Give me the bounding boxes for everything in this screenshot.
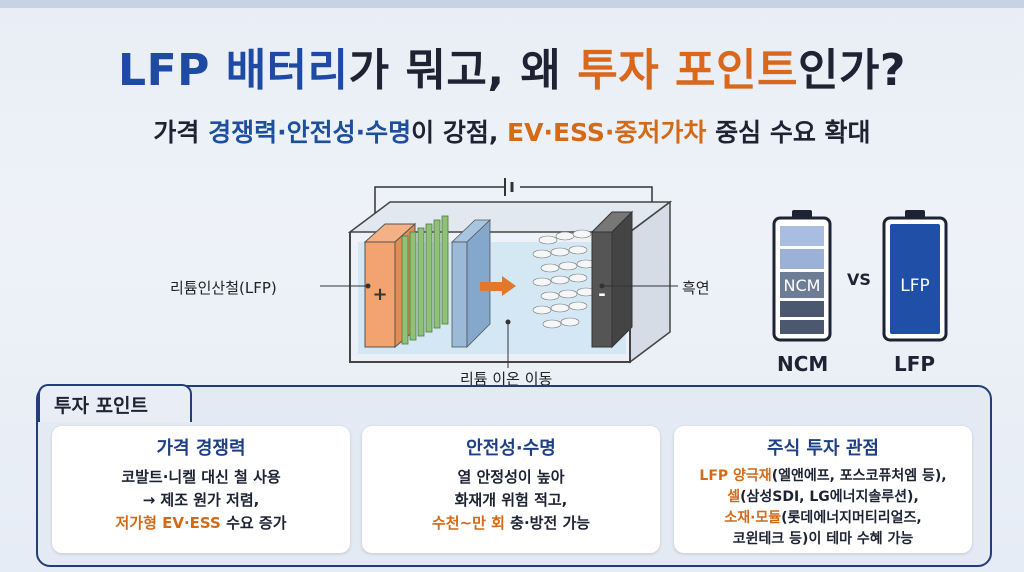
graphite-lattice	[532, 229, 596, 329]
ion-arrow	[480, 282, 502, 291]
separator-stack	[401, 215, 449, 345]
card-line: 셀(삼성SDI, LG에너지솔루션),	[674, 487, 972, 508]
card-line: 코윈테크 등)이 테마 수혜 가능	[732, 531, 914, 547]
cathode-plate	[364, 241, 396, 348]
card-line: 소재·모듈(롯데에너지머티리얼즈,	[674, 508, 972, 529]
page-subtitle: 가격 경쟁력·안전성·수명이 강점, EV·ESS·중저가차 중심 수요 확대	[0, 113, 1024, 149]
plus-sign: +	[372, 284, 387, 305]
membrane	[451, 241, 468, 348]
subtitle-strengths: 경쟁력·안전성·수명	[208, 118, 412, 147]
panel-title: 투자 포인트	[54, 395, 149, 417]
title-lfp: LFP 배터리	[118, 45, 349, 96]
ncm-caption: NCM	[777, 352, 829, 376]
ncm-inner-label: NCM	[784, 276, 821, 295]
card-text: (삼성SDI, LG에너지솔루션),	[740, 489, 919, 505]
card-highlight: 소재·모듈	[724, 510, 782, 526]
page-title: LFP 배터리가 뭐고, 왜 투자 포인트인가?	[0, 34, 1024, 98]
lfp-caption: LFP	[894, 352, 936, 376]
subtitle-a: 가격	[153, 118, 209, 147]
card-line: 코발트·니켈 대신 철 사용	[121, 468, 281, 486]
card-line: → 제조 원가 저렴,	[142, 491, 260, 509]
card-highlight: 셀	[727, 489, 741, 505]
card-line: LFP 양극재(엘앤에프, 포스코퓨처엠 등),	[674, 466, 972, 487]
panel-tab	[38, 384, 192, 422]
minus-sign: -	[598, 284, 605, 305]
card-price: 가격 경쟁력 코발트·니켈 대신 철 사용 → 제조 원가 저렴, 저가형 EV…	[52, 426, 350, 553]
anode-label: 흑연	[682, 279, 710, 297]
card-heading: 안전성·수명	[466, 438, 556, 459]
container-front	[349, 232, 631, 363]
title-mid: 가 뭐고, 왜	[348, 45, 578, 96]
ncm-vs-lfp-comparison: NCM VS LFP	[772, 210, 948, 342]
lfp-battery-icon	[882, 210, 948, 342]
card-highlight: 저가형 EV·ESS	[115, 514, 221, 532]
card-highlight: LFP 양극재	[699, 468, 772, 484]
top-band	[0, 0, 1024, 8]
card-stock: 주식 투자 관점 LFP 양극재(엘앤에프, 포스코퓨처엠 등), 셀(삼성SD…	[674, 426, 972, 553]
subtitle-markets: EV·ESS·중저가차	[507, 118, 707, 147]
card-heading: 주식 투자 관점	[767, 438, 879, 459]
title-end: 인가?	[797, 45, 906, 96]
battery-cell-diagram: + -	[320, 178, 678, 368]
card-line: 화재개 위험 적고,	[454, 491, 568, 509]
ncm-battery-icon	[772, 210, 832, 342]
lfp-inner-label: LFP	[900, 276, 930, 296]
card-text: (엘앤에프, 포스코퓨처엠 등),	[771, 468, 947, 484]
card-safety: 안전성·수명 열 안정성이 높아 화재개 위험 적고, 수천~만 회 충·방전 …	[362, 426, 660, 553]
card-line: 수천~만 회 충·방전 가능	[362, 512, 660, 535]
card-line: 열 안정성이 높아	[457, 468, 565, 486]
cathode-label: 리튬인산철(LFP)	[170, 279, 277, 297]
card-text: 수요 증가	[220, 514, 287, 532]
subtitle-c: 이 강점,	[411, 118, 508, 147]
ion-movement-label: 리튬 이온 이동	[460, 370, 553, 388]
card-line: 저가형 EV·ESS 수요 증가	[52, 512, 350, 535]
vs-label: VS	[847, 270, 871, 289]
card-heading: 가격 경쟁력	[156, 438, 246, 459]
subtitle-e: 중심 수요 확대	[706, 118, 871, 147]
card-text: (롯데에너지머티리얼즈,	[781, 510, 922, 526]
card-text: 충·방전 가능	[504, 514, 591, 532]
title-investment: 투자 포인트	[577, 45, 798, 96]
card-highlight: 수천~만 회	[431, 514, 505, 532]
